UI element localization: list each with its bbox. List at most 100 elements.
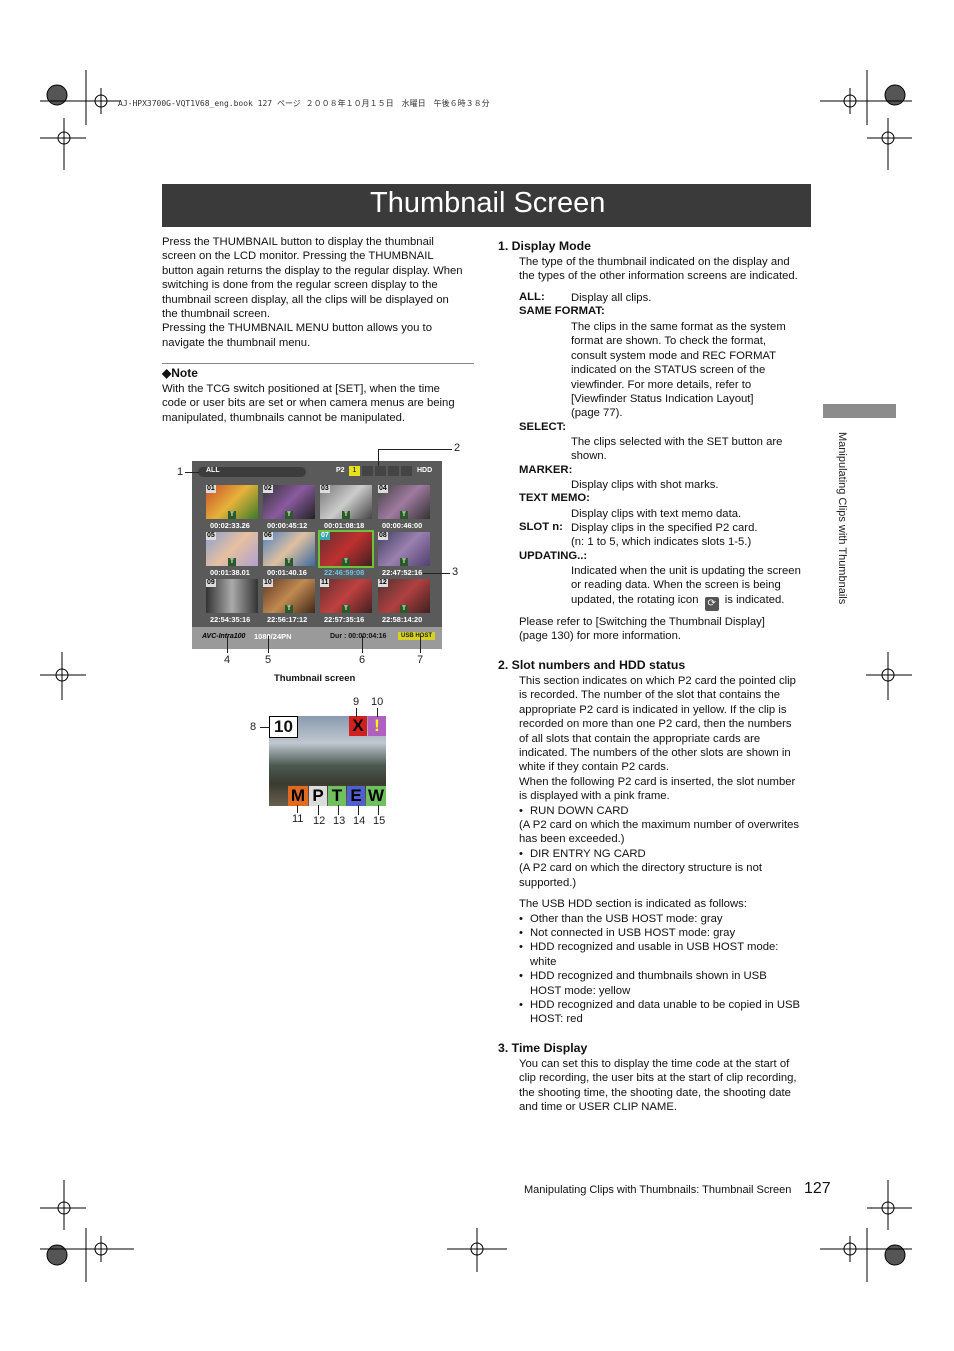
clip-thumbnail-selected[interactable]: 07 T bbox=[318, 530, 374, 568]
text-line: and time or USER CLIP NAME. bbox=[519, 1101, 678, 1114]
bullet-item: HDD recognized and data unable to be cop… bbox=[519, 998, 814, 1027]
callout-leader bbox=[420, 636, 421, 653]
clip-time: 00:00:46:00 bbox=[382, 521, 423, 530]
side-tab-label: Manipulating Clips with Thumbnails bbox=[836, 432, 848, 605]
clip-thumbnail[interactable]: 02 T bbox=[263, 485, 315, 519]
text-memo-mark: T bbox=[285, 558, 293, 566]
clip-number: 05 bbox=[206, 532, 216, 540]
section-body: This section indicates on which P2 card … bbox=[519, 674, 814, 1027]
slot-indicator bbox=[401, 466, 412, 476]
text-line: Indicated when the unit is updating the … bbox=[571, 565, 801, 577]
text-line: You can set this to display the time cod… bbox=[519, 1058, 790, 1070]
clip-number-box: 10 bbox=[269, 716, 298, 738]
clip-thumbnail[interactable]: 11 T bbox=[320, 579, 372, 613]
clip-time: 22:57:35:16 bbox=[324, 615, 365, 624]
clip-time: 22:56:17:12 bbox=[267, 615, 308, 624]
clip-number: 01 bbox=[206, 485, 216, 493]
term-desc: Indicated when the unit is updating the … bbox=[571, 564, 816, 611]
intro-line: screen on the LCD monitor. Pressing the … bbox=[162, 250, 434, 263]
clip-thumbnail[interactable]: 12 T bbox=[378, 579, 430, 613]
clip-thumbnail[interactable]: 06 T bbox=[263, 532, 315, 566]
clip-thumbnail[interactable]: 05 T bbox=[206, 532, 258, 566]
p2-label: P2 bbox=[336, 467, 345, 474]
clip-thumbnail[interactable]: 09 bbox=[206, 579, 258, 613]
callout-number: 12 bbox=[313, 815, 326, 827]
term-label: ALL: bbox=[519, 291, 545, 303]
text-line: format are shown. To check the format, bbox=[571, 335, 767, 348]
intro-line: navigate the thumbnail menu. bbox=[162, 336, 311, 349]
usb-host-badge: USB HOST bbox=[398, 632, 436, 640]
book-header: AJ-HPX3700G-VQT1V68_eng.book 127 ページ ２００… bbox=[118, 99, 490, 108]
incomplete-clip-icon: W bbox=[366, 786, 386, 806]
callout-leader bbox=[378, 805, 379, 815]
text-line: The clips in the same format as the syst… bbox=[571, 321, 786, 333]
side-tab bbox=[823, 404, 896, 418]
text-line: (page 130) for more information. bbox=[519, 630, 682, 643]
clip-number: 02 bbox=[263, 485, 273, 493]
footer-text: Manipulating Clips with Thumbnails: Thum… bbox=[524, 1184, 792, 1196]
clip-number: 07 bbox=[320, 532, 330, 540]
thumbnail-detail-figure: 10 X ! M P T E W bbox=[269, 716, 386, 806]
text-line: recorded on more than one P2 card, then … bbox=[519, 718, 792, 731]
callout-number: 8 bbox=[250, 721, 257, 733]
text-memo-mark: T bbox=[285, 605, 293, 613]
page-number: 127 bbox=[804, 1180, 831, 1197]
note-line: code or user bits are set or when camera… bbox=[162, 397, 455, 410]
clip-number: 08 bbox=[378, 532, 388, 540]
note-line: With the TCG switch positioned at [SET],… bbox=[162, 383, 440, 395]
callout-leader bbox=[358, 805, 359, 815]
callout-leader bbox=[362, 636, 363, 653]
text-line: the types of the other information scree… bbox=[519, 270, 798, 283]
callout-leader bbox=[423, 573, 450, 574]
clip-time: 22:54:35:16 bbox=[210, 615, 251, 624]
callout-number: 10 bbox=[371, 696, 384, 708]
callout-leader bbox=[227, 636, 228, 653]
intro-line: Press the THUMBNAIL button to display th… bbox=[162, 236, 434, 248]
bullet-text: HDD recognized and thumbnails shown in U… bbox=[519, 969, 814, 984]
intro-line: switching is done from the regular scree… bbox=[162, 279, 438, 292]
clip-number: 04 bbox=[378, 485, 388, 493]
intro-line: Pressing the THUMBNAIL MENU button allow… bbox=[162, 322, 432, 335]
section-heading: 2. Slot numbers and HDD status bbox=[498, 658, 686, 672]
callout-number: 13 bbox=[333, 815, 346, 827]
intro-line: thumbnail screen display, all the clips … bbox=[162, 293, 449, 306]
proxy-icon: P bbox=[309, 786, 327, 806]
text-line: Display clips in the specified P2 card. bbox=[571, 522, 758, 534]
text-line: The USB HDD section is indicated as foll… bbox=[519, 898, 747, 911]
bullet-item: HDD recognized and thumbnails shown in U… bbox=[519, 969, 814, 998]
section-heading: 3. Time Display bbox=[498, 1041, 588, 1055]
text-memo-mark: T bbox=[342, 511, 350, 519]
term-desc: Display clips with shot marks. bbox=[571, 479, 719, 491]
section-heading: 1. Display Mode bbox=[498, 239, 591, 253]
clip-thumbnail[interactable]: 01 T bbox=[206, 485, 258, 519]
clip-time: 00:02:33.26 bbox=[210, 521, 250, 530]
callout-number: 5 bbox=[265, 654, 272, 666]
system-format: 1080/24PN bbox=[254, 632, 292, 641]
text-memo-mark: T bbox=[342, 605, 350, 613]
bullet-text: RUN DOWN CARD bbox=[530, 805, 629, 817]
clip-thumbnail[interactable]: 10 T bbox=[263, 579, 315, 613]
text-line: (n: 1 to 5, which indicates slots 1-5.) bbox=[571, 536, 752, 549]
clip-thumbnail[interactable]: 04 T bbox=[378, 485, 430, 519]
callout-number: 6 bbox=[359, 654, 366, 666]
slot-indicator-active: 1 bbox=[349, 466, 360, 476]
clip-number: 11 bbox=[320, 579, 330, 587]
clip-number: 03 bbox=[320, 485, 330, 493]
clip-time: 00:01:40.16 bbox=[267, 568, 307, 577]
text-line: (A P2 card on which the directory struct… bbox=[519, 862, 762, 875]
callout-leader bbox=[378, 449, 452, 450]
term-desc: Display all clips. bbox=[571, 292, 652, 304]
text-line: [Viewfinder Status Indication Layout] bbox=[571, 393, 754, 406]
intro-line: the thumbnail screen. bbox=[162, 308, 271, 321]
clip-thumbnail[interactable]: 03 T bbox=[320, 485, 372, 519]
thumbnail-status-bar: AVC-Intra100 1080/24PN Dur : 00:00:04:16… bbox=[192, 627, 442, 649]
text-line: updated, the rotating icon ⟳ is indicate… bbox=[571, 593, 816, 611]
text-line: indicated on the STATUS screen of the bbox=[571, 364, 766, 377]
text-line: Please refer to [Switching the Thumbnail… bbox=[519, 616, 765, 628]
callout-leader bbox=[318, 805, 319, 815]
rotating-update-icon: ⟳ bbox=[704, 596, 719, 611]
section-outro: Please refer to [Switching the Thumbnail… bbox=[519, 615, 765, 644]
clip-thumbnail[interactable]: 08 T bbox=[378, 532, 430, 566]
text-line: The type of the thumbnail indicated on t… bbox=[519, 256, 790, 268]
shot-mark-icon: M bbox=[288, 786, 308, 806]
